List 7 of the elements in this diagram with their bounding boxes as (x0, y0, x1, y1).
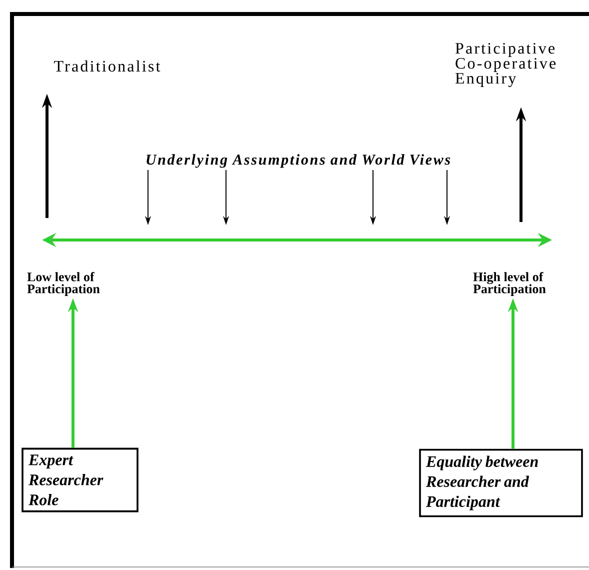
label-text: Low level of Participation (27, 272, 100, 296)
role-box: Equality between Researcher and Participant (419, 448, 583, 518)
label-text: Traditionalist (54, 60, 160, 72)
label-text: High level of Participation (473, 272, 546, 296)
label-text: Underlying Assumptions and World Views (146, 154, 450, 168)
label-text: Participative Co-operative Enquiry (455, 42, 556, 87)
role-box: Expert Researcher Role (22, 448, 138, 512)
